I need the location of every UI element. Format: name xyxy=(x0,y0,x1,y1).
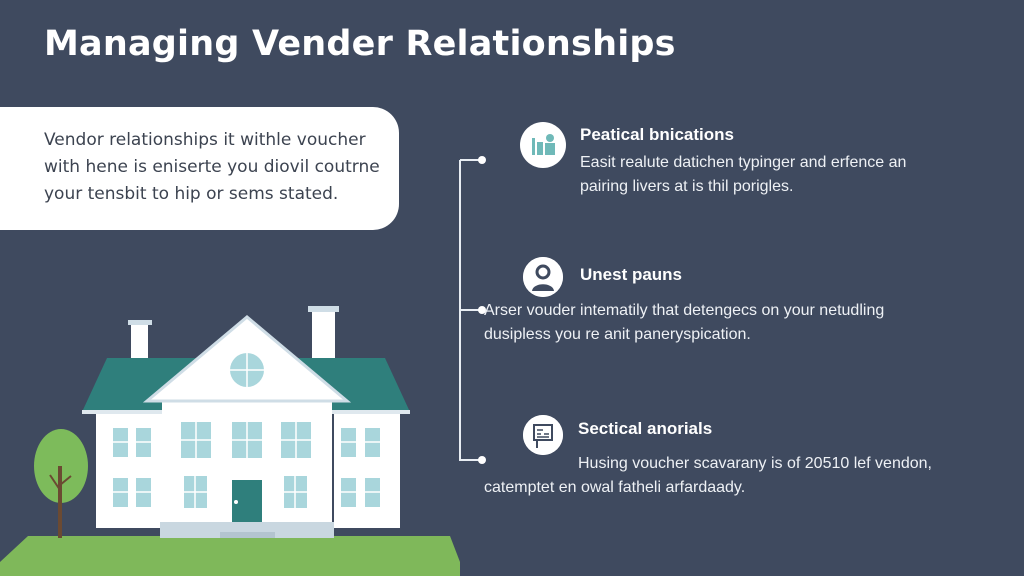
intro-line: Vendor relationships it withle voucher xyxy=(44,130,366,150)
item-desc-line: catemptet en owal fatheli arfardaady. xyxy=(484,479,746,496)
feature-item: Unest pauns Arser vouder intematily that… xyxy=(484,255,980,345)
item-desc-line: Easit realute datichen typinger and erfe… xyxy=(580,154,907,171)
item-description: Arser vouder intematily that detengecs o… xyxy=(484,299,884,347)
feature-item: Peatical bnications Easit realute datich… xyxy=(520,120,980,200)
item-description: Easit realute datichen typinger and erfe… xyxy=(580,151,906,199)
item-description: Husing voucher scavarany is of 20510 lef… xyxy=(484,452,932,500)
intro-line: your tensbit to hip or sems stated. xyxy=(44,184,339,204)
house-illustration xyxy=(0,306,460,576)
item-title: Sectical anorials xyxy=(578,419,713,438)
item-title: Unest pauns xyxy=(580,265,683,284)
item-desc-line: Husing voucher scavarany is of 20510 lef… xyxy=(578,455,932,472)
intro-card: Vendor relationships it withle voucher w… xyxy=(0,107,399,230)
intro-text: Vendor relationships it withle voucher w… xyxy=(44,127,384,208)
item-desc-line: pairing livers at is thil porigles. xyxy=(580,178,794,195)
intro-line: with hene is eniserte you diovil coutrne xyxy=(44,157,380,177)
grass xyxy=(0,536,460,576)
document-sign-icon xyxy=(523,415,563,455)
user-icon xyxy=(523,257,563,297)
feature-item: Sectical anorials Husing voucher scavara… xyxy=(484,412,980,502)
page-title: Managing Vender Relationships xyxy=(44,24,676,64)
people-chart-icon xyxy=(520,122,566,168)
item-desc-line: dusipless you re anit paneryspication. xyxy=(484,326,751,343)
timeline-connector xyxy=(459,156,486,464)
item-desc-line: Arser vouder intematily that detengecs o… xyxy=(484,302,885,319)
tree-icon xyxy=(34,429,88,538)
item-title: Peatical bnications xyxy=(580,125,734,144)
